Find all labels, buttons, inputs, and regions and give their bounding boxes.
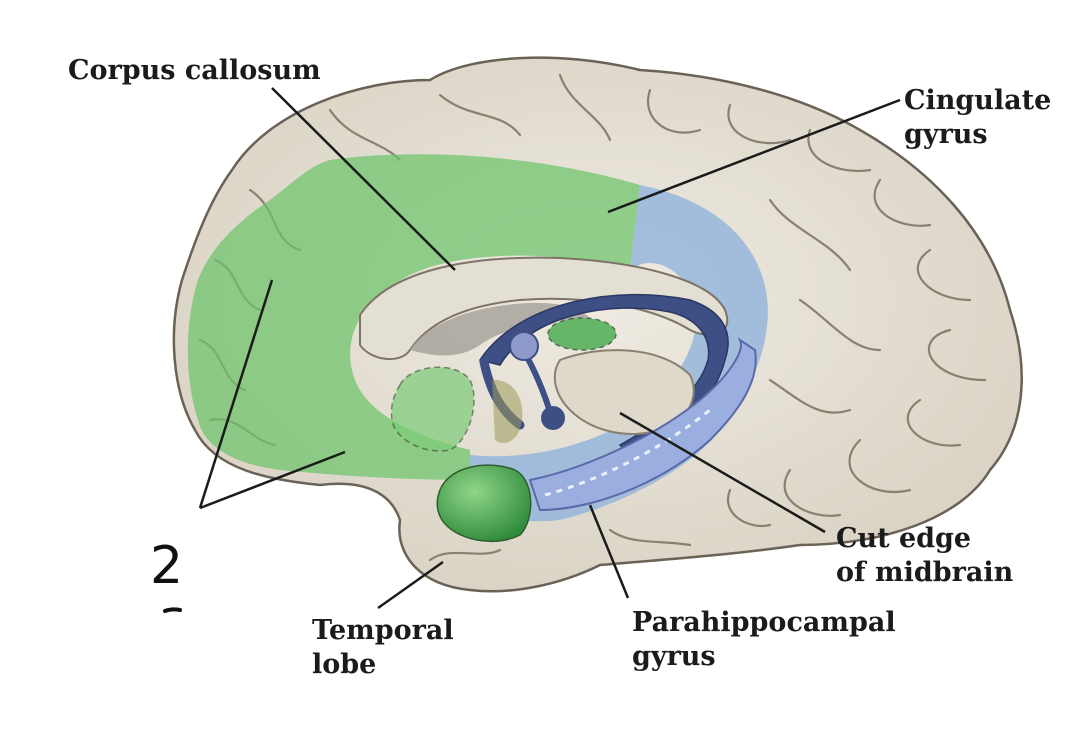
hippocampal-formation <box>528 337 757 512</box>
label-cut-edge-of-midbrain: Cut edge of midbrain <box>836 523 1014 588</box>
leader-corpus-callosum <box>271 87 456 271</box>
amygdala <box>436 464 532 543</box>
handwritten-mark: 2 <box>150 536 183 596</box>
leader-temporal-lobe <box>377 560 444 610</box>
leader-cingulate-gyrus <box>607 98 901 214</box>
leader-question-upper <box>198 279 274 509</box>
anterior-thalamic-nucleus <box>509 331 539 361</box>
label-corpus-callosum: Corpus callosum <box>68 55 321 86</box>
olive-area <box>492 379 523 444</box>
handwritten-dot <box>163 607 182 613</box>
leader-cut-edge-midbrain <box>619 411 826 534</box>
label-parahippocampal-gyrus: Parahippocampal gyrus <box>632 607 896 672</box>
label-cingulate-gyrus: Cingulate gyrus <box>904 85 1052 150</box>
leader-question-lower <box>199 450 346 510</box>
green-limbic-region <box>187 154 641 481</box>
septal-nuclei-outline <box>390 366 475 452</box>
leader-lines <box>198 87 901 610</box>
mammillary-body <box>541 406 565 430</box>
leader-parahippocampal <box>588 504 630 599</box>
label-temporal-lobe: Temporal lobe <box>312 615 454 680</box>
corpus-callosum-shape <box>359 256 729 361</box>
thalamus-nucleus <box>547 317 617 351</box>
